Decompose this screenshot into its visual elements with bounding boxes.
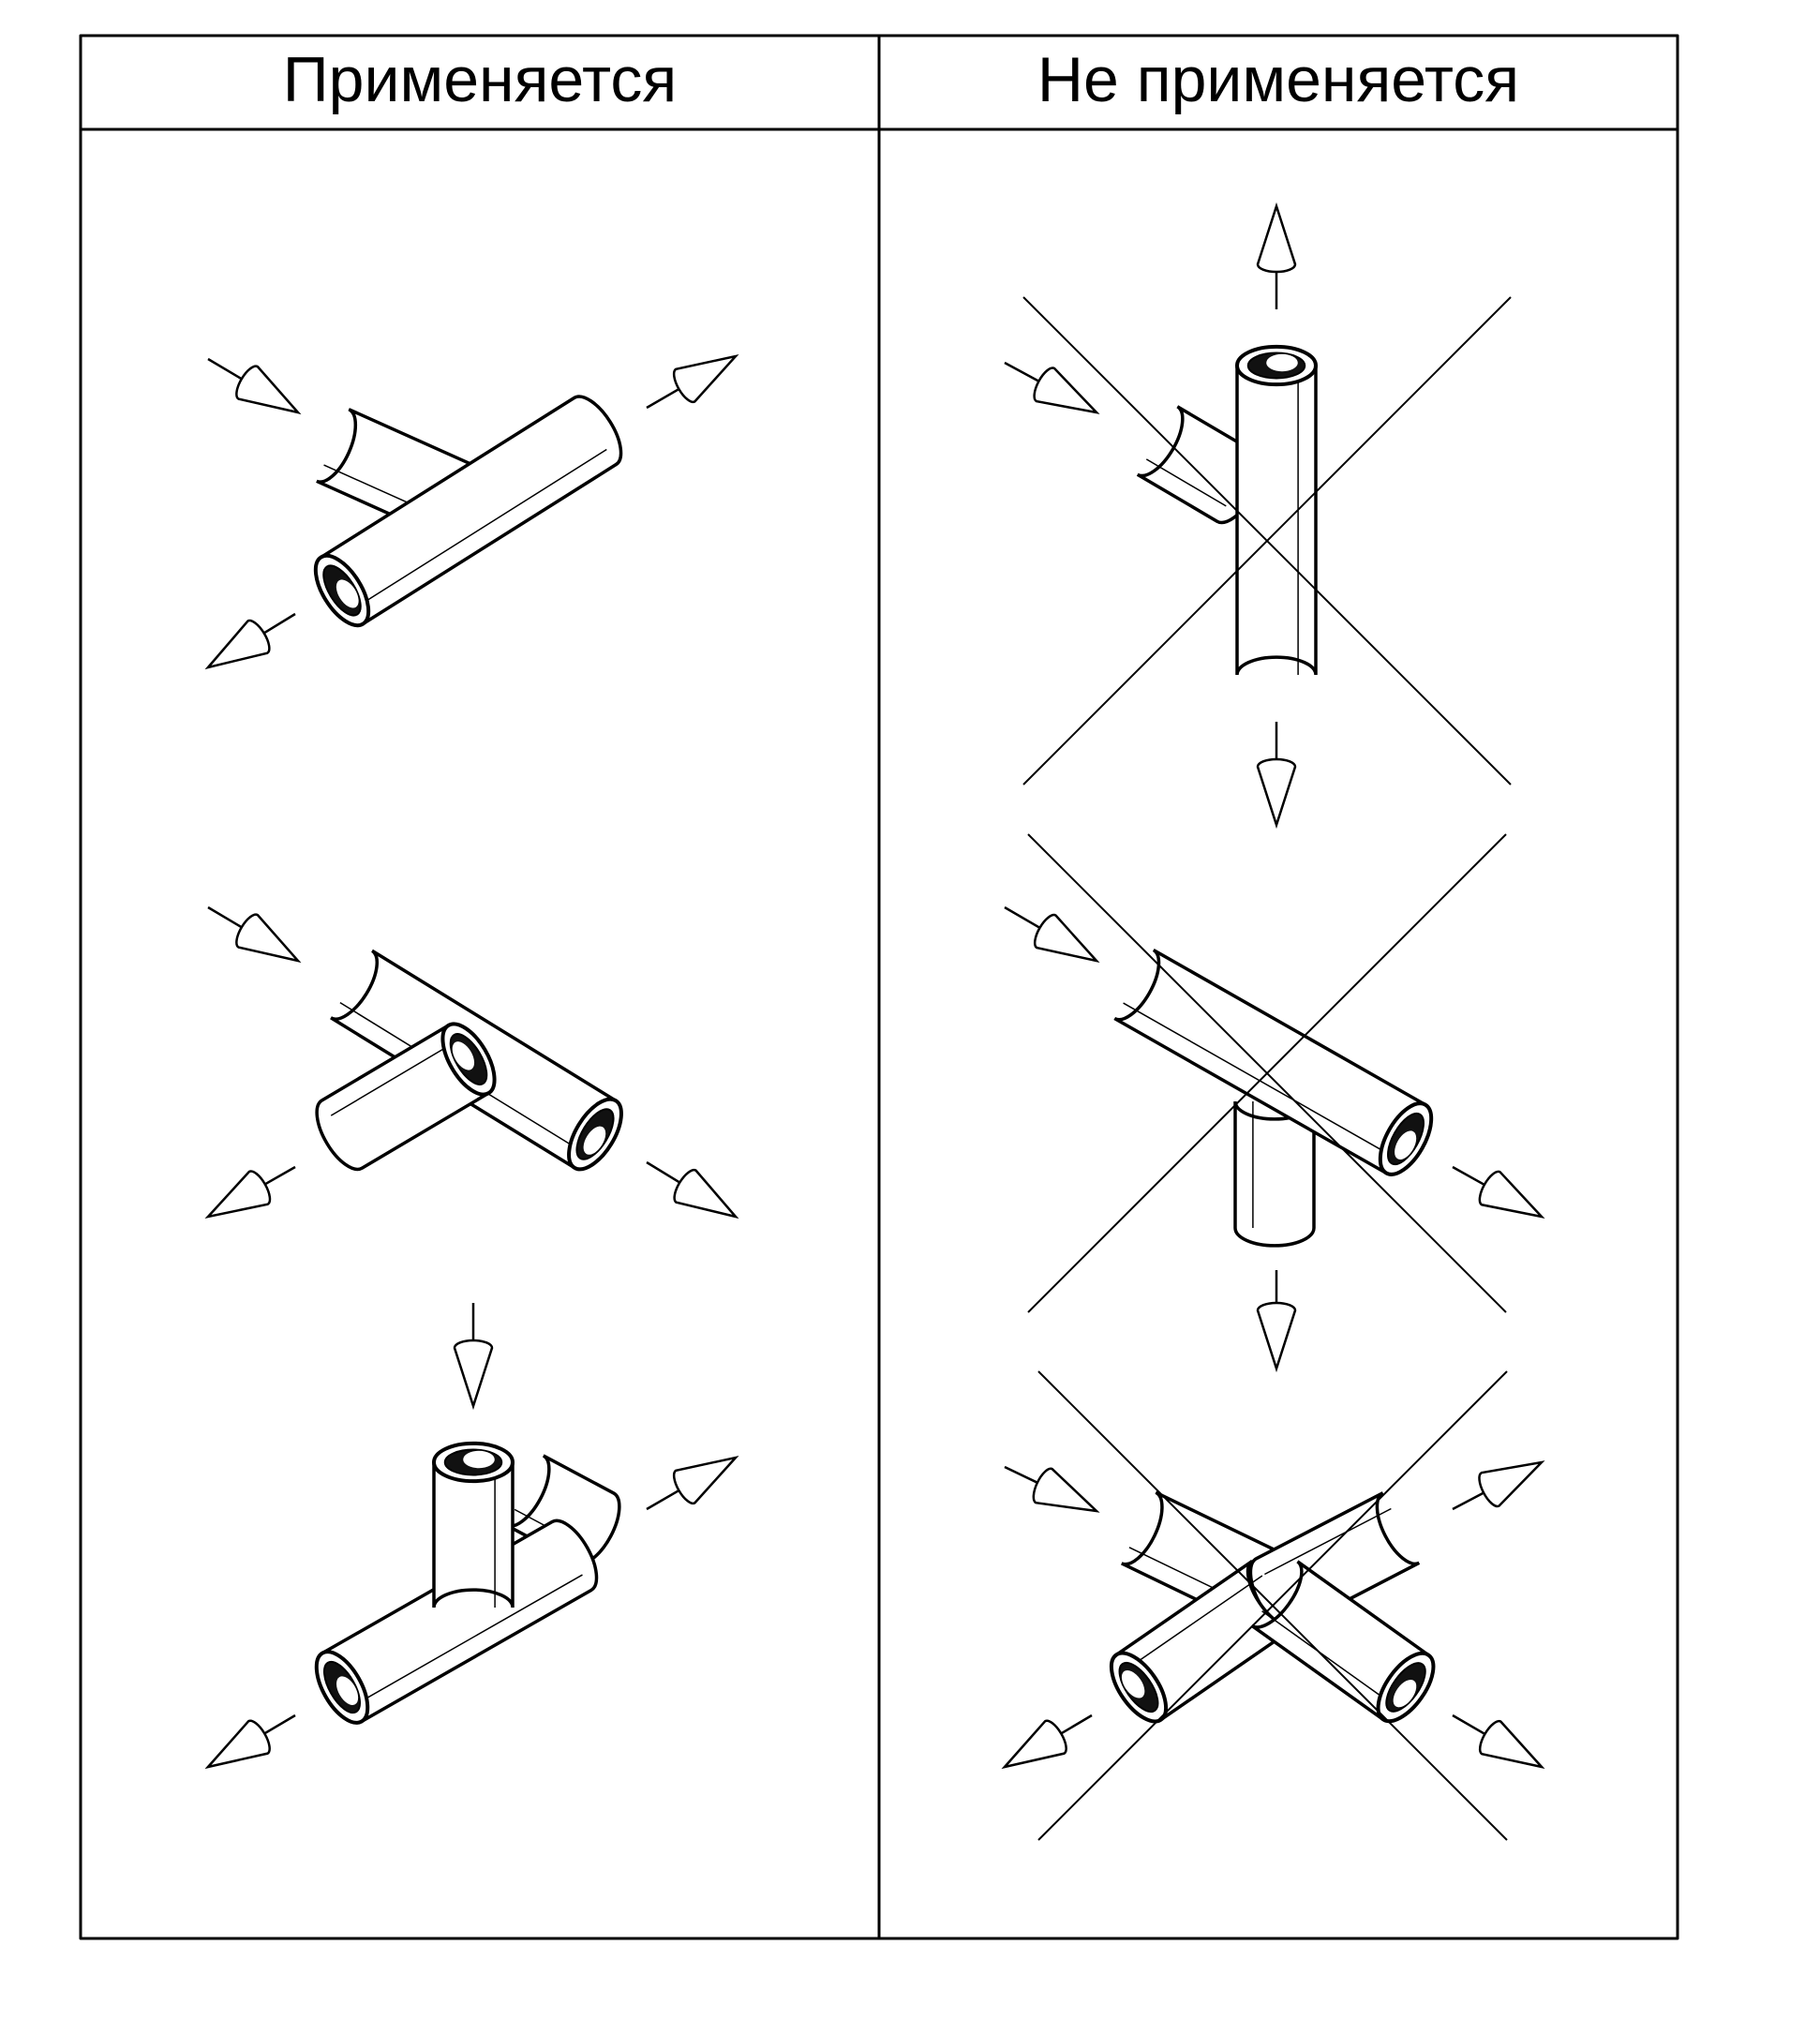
arrow-cone	[673, 1168, 739, 1219]
tube-body	[1235, 346, 1318, 676]
tube-highlight	[1126, 1575, 1263, 1670]
tube-bore-light	[583, 1126, 606, 1155]
arrow-cone	[1478, 1170, 1545, 1219]
tube-highlight	[1261, 1610, 1395, 1706]
cross-out-line	[1027, 833, 1507, 1313]
cross-out-line	[1037, 1370, 1508, 1841]
column-title-applies: Применяется	[282, 44, 678, 115]
arrow-cone	[204, 619, 271, 670]
arrow-cone	[235, 913, 302, 964]
arrow-cone	[1479, 1720, 1545, 1770]
tube-body	[1233, 1100, 1316, 1248]
column-title-not-applies: Не применяется	[1037, 44, 1520, 115]
cross-out-line	[1022, 296, 1512, 786]
arrow-cone	[204, 1170, 272, 1219]
table-grid	[79, 34, 1679, 1940]
arrow-cone	[1256, 757, 1297, 830]
arrow-cone	[1032, 1467, 1100, 1513]
arrow-cone	[1033, 913, 1100, 964]
arrow-cone	[1478, 1460, 1545, 1508]
tube-bore-light	[1266, 353, 1298, 372]
arrow-cone	[1256, 202, 1297, 274]
fitting-applies-2	[204, 905, 739, 1219]
fitting-not-applies-3	[1001, 1370, 1545, 1841]
tube-highlight	[352, 448, 607, 610]
tube-bore-light	[336, 579, 359, 608]
tube-bore-light	[452, 1041, 475, 1070]
tube-highlight	[330, 1040, 458, 1116]
tube-bore-light	[336, 1676, 359, 1706]
tube-highlight	[1145, 458, 1227, 507]
arrow-cone	[672, 353, 739, 404]
arrow-cone	[1033, 367, 1100, 414]
arrow-cone	[1001, 1719, 1067, 1770]
arrow-cone	[453, 1339, 494, 1411]
tube-bore-light	[1393, 1679, 1417, 1708]
fitting-applies-1	[204, 353, 739, 670]
arrow-cone	[673, 1455, 739, 1504]
fitting-not-applies-2	[1004, 833, 1545, 1373]
fitting-applies-3	[204, 1303, 739, 1770]
tube-highlight	[352, 1574, 583, 1707]
tube-bore-light	[463, 1450, 495, 1469]
arrow-cone	[1256, 1301, 1297, 1373]
fitting-not-applies-1	[1004, 202, 1512, 830]
arrow-cone	[204, 1719, 271, 1770]
tube-highlight	[1264, 1507, 1392, 1576]
arrow-cone	[235, 365, 302, 415]
tube-bore-light	[1121, 1669, 1145, 1698]
tube-bore-light	[1395, 1130, 1417, 1160]
